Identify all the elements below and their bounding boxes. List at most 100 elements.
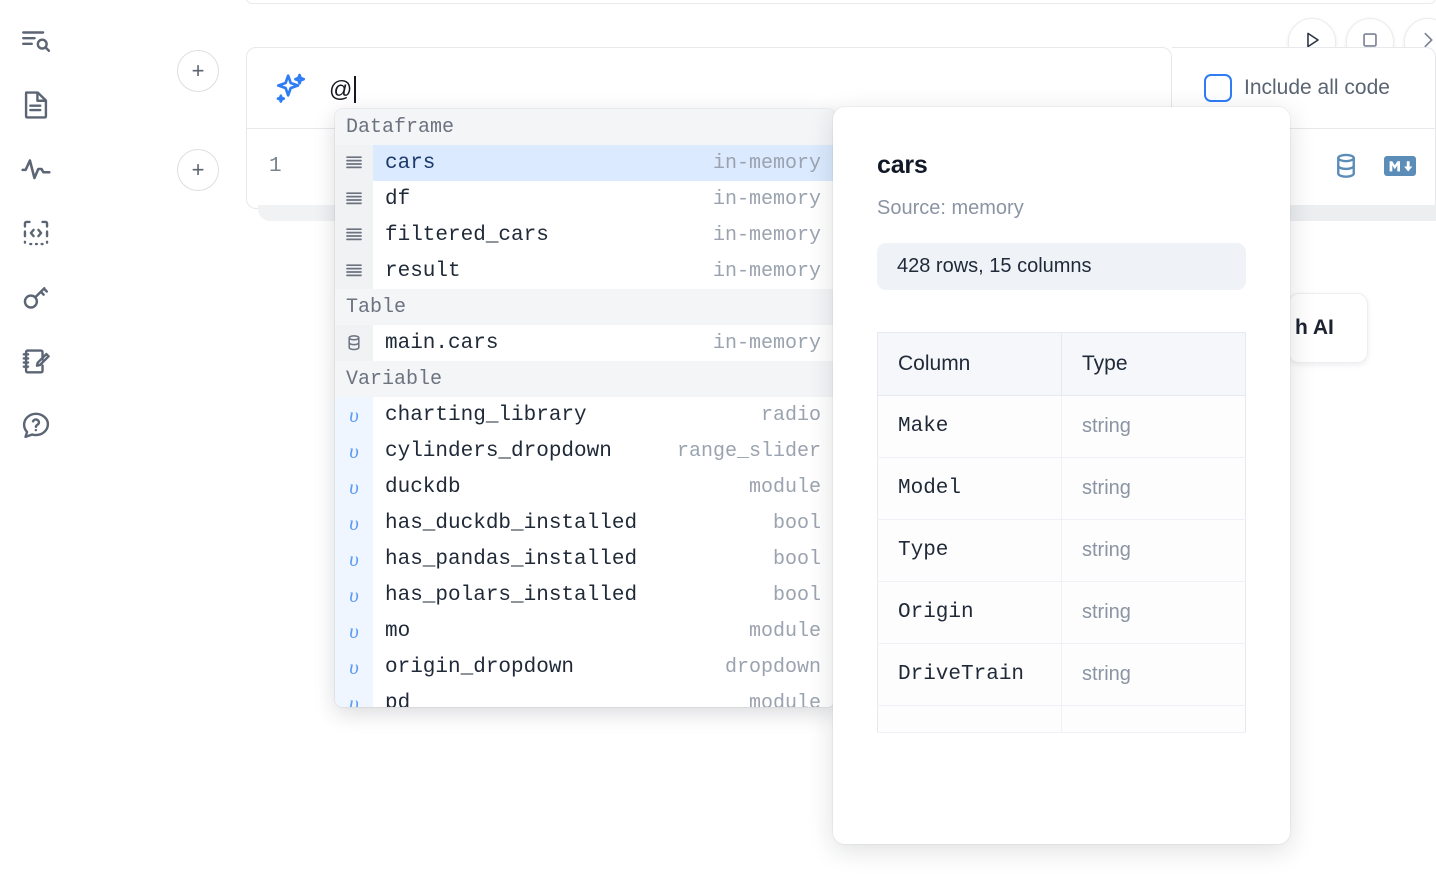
autocomplete-item-type: in-memory	[712, 223, 821, 247]
variable-icon: υ	[335, 577, 373, 613]
include-all-code-checkbox[interactable]	[1204, 74, 1232, 102]
sidebar-item-activity[interactable]	[13, 146, 59, 192]
column-header-column: Column	[877, 332, 1062, 396]
variable-icon: υ	[335, 541, 373, 577]
database-icon[interactable]	[1331, 151, 1361, 186]
autocomplete-item-type: module	[748, 691, 821, 708]
generate-with-ai-label: h AI	[1295, 316, 1334, 339]
preview-shape-badge: 428 rows, 15 columns	[877, 243, 1246, 290]
autocomplete-item-type: range_slider	[676, 439, 821, 463]
schema-column-type: string	[1061, 581, 1246, 644]
autocomplete-item-name: duckdb	[385, 475, 461, 499]
table-database-icon	[335, 325, 373, 361]
autocomplete-item-type: in-memory	[712, 151, 821, 175]
play-triangle-icon	[1301, 29, 1323, 56]
schema-column-name: Make	[877, 395, 1062, 458]
autocomplete-item-name: result	[385, 259, 461, 283]
variable-icon: υ	[335, 469, 373, 505]
sparkles-icon	[269, 70, 313, 108]
add-cell-below-button[interactable]: +	[177, 149, 219, 191]
include-all-code-toggle[interactable]: Include all code	[1204, 74, 1390, 102]
sidebar-item-secrets[interactable]	[13, 274, 59, 320]
autocomplete-item-type: dropdown	[724, 655, 821, 679]
autocomplete-item[interactable]: υ has_polars_installed bool	[335, 577, 835, 613]
table-row-partial	[877, 705, 1246, 733]
schema-column-type: string	[1061, 519, 1246, 582]
file-explorer-icon	[19, 24, 53, 58]
autocomplete-item-type: radio	[760, 403, 821, 427]
autocomplete-item-type: in-memory	[712, 331, 821, 355]
autocomplete-item[interactable]: main.cars in-memory	[335, 325, 835, 361]
line-number: 1	[269, 155, 282, 178]
markdown-icon[interactable]	[1383, 153, 1417, 184]
sidebar-item-notebook[interactable]	[13, 82, 59, 128]
ai-prompt-input[interactable]: @	[313, 75, 1171, 103]
autocomplete-item-name: has_duckdb_installed	[385, 511, 638, 535]
schema-column-name: Model	[877, 457, 1062, 520]
variable-icon: υ	[335, 685, 373, 707]
sidebar-item-help[interactable]	[13, 402, 59, 448]
autocomplete-item[interactable]: filtered_cars in-memory	[335, 217, 835, 253]
previous-cell-bottom-edge	[246, 0, 1436, 4]
sidebar-item-snippets[interactable]	[13, 210, 59, 256]
add-cell-above-button[interactable]: +	[177, 50, 219, 92]
autocomplete-item-name: has_polars_installed	[385, 583, 638, 607]
autocomplete-item-type: module	[748, 619, 821, 643]
snippets-code-icon	[19, 216, 53, 250]
schema-column-type: string	[1061, 457, 1246, 520]
schema-column-name: DriveTrain	[877, 643, 1062, 706]
generate-with-ai-button[interactable]: h AI	[1288, 293, 1368, 363]
schema-column-name: Origin	[877, 581, 1062, 644]
dataframe-icon	[335, 217, 373, 253]
text-caret	[353, 75, 356, 103]
variable-icon: υ	[335, 505, 373, 541]
autocomplete-item[interactable]: υ has_duckdb_installed bool	[335, 505, 835, 541]
variable-icon: υ	[335, 649, 373, 685]
scratchpad-edit-icon	[19, 344, 53, 378]
autocomplete-section-header: Table	[335, 289, 835, 325]
autocomplete-item-name: charting_library	[385, 403, 587, 427]
schema-column-name	[877, 705, 1062, 733]
variable-icon: υ	[335, 433, 373, 469]
autocomplete-item-type: bool	[772, 583, 821, 607]
preview-title: cars	[877, 151, 928, 179]
left-icon-rail	[0, 0, 72, 874]
dataframe-icon	[335, 145, 373, 181]
sidebar-item-scratchpad[interactable]	[13, 338, 59, 384]
dataframe-preview-panel: cars Source: memory 428 rows, 15 columns…	[833, 107, 1290, 844]
schema-column-name: Type	[877, 519, 1062, 582]
include-all-code-label: Include all code	[1244, 76, 1390, 99]
schema-column-type: string	[1061, 395, 1246, 458]
table-header-row: Column Type	[877, 332, 1246, 396]
autocomplete-item-name: df	[385, 187, 411, 211]
autocomplete-item-name: pd	[385, 691, 411, 708]
dataframe-icon	[335, 181, 373, 217]
autocomplete-item-name: filtered_cars	[385, 223, 549, 247]
sidebar-item-explore[interactable]	[13, 18, 59, 64]
help-chat-icon	[19, 408, 53, 442]
schema-column-type	[1061, 705, 1246, 733]
schema-column-type: string	[1061, 643, 1246, 706]
autocomplete-item-type: bool	[772, 511, 821, 535]
activity-graph-icon	[19, 152, 53, 186]
variable-icon: υ	[335, 613, 373, 649]
autocomplete-item-name: main.cars	[385, 331, 499, 355]
